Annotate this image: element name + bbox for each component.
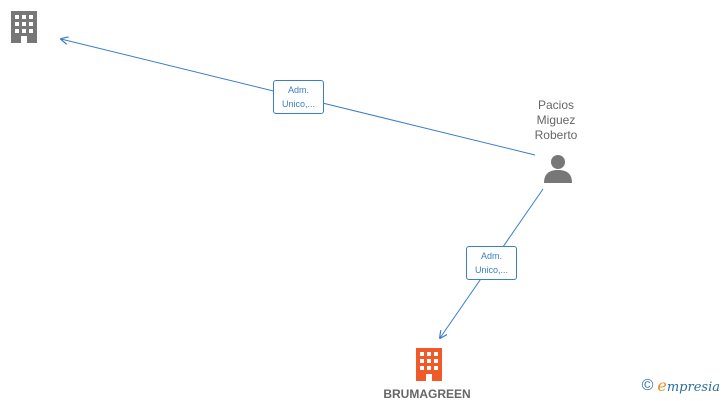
copyright-symbol: © (641, 376, 654, 394)
building-icon[interactable] (416, 348, 442, 381)
brand-logo[interactable]: © empresia (642, 376, 720, 395)
person-name[interactable]: Pacios Miguez Roberto (534, 98, 578, 142)
brand-initial: e (657, 376, 667, 395)
building-icon[interactable] (11, 11, 37, 43)
edge-label-bottom: Adm. Unico,... (466, 246, 517, 280)
company-name[interactable]: BRUMAGREEN (383, 387, 471, 401)
brand-text: mpresia (666, 380, 720, 395)
person-icon[interactable] (544, 155, 572, 183)
edge-label-top: Adm. Unico,... (273, 80, 324, 114)
